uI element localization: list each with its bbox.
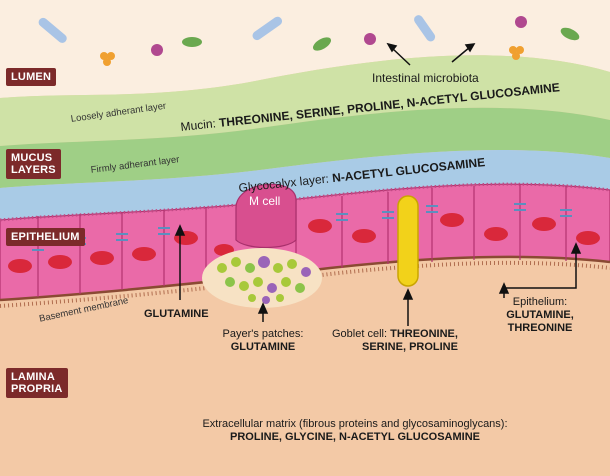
- basement-membrane-texture: [0, 260, 610, 308]
- epi-prefix: Epithelium:: [512, 296, 568, 308]
- payers-patch-cells: [217, 256, 311, 304]
- region-lamina-line2: PROPRIA: [11, 383, 63, 395]
- m-cell-shape: [235, 183, 297, 249]
- cell-nuclei: [8, 213, 600, 273]
- region-tag-epithelium: EPITHELIUM: [6, 228, 85, 246]
- m-cell-label: M cell: [249, 194, 281, 208]
- epi-value-2: THREONINE: [507, 322, 573, 334]
- goblet-value-2: SERINE, PROLINE: [362, 341, 458, 353]
- glutamine-left-label: GLUTAMINE: [144, 308, 209, 320]
- epi-value-1: GLUTAMINE,: [506, 309, 574, 321]
- payers-prefix: Payer's patches:: [222, 328, 304, 340]
- payers-value: GLUTAMINE: [230, 341, 296, 353]
- basement-membrane-line: [0, 255, 610, 302]
- region-lamina-line1: LAMINA: [11, 371, 55, 383]
- region-mucus-line1: MUCUS: [11, 152, 53, 164]
- region-epithelium-text: EPITHELIUM: [11, 231, 80, 243]
- payers-patch-label: Payer's patches:GLUTAMINE: [206, 328, 320, 354]
- microbiota-label: Intestinal microbiota: [372, 71, 479, 85]
- goblet-cell-shape: [397, 195, 419, 287]
- microbiota-organisms: [38, 15, 580, 66]
- region-lumen-text: LUMEN: [11, 71, 52, 83]
- lumen-area: [0, 0, 610, 98]
- ecm-value: PROLINE, GLYCINE, N-ACETYL GLUCOSAMINE: [230, 431, 480, 443]
- region-tag-lumen: LUMEN: [6, 68, 57, 86]
- pointer-arrows: [174, 42, 582, 326]
- epithelium-label: Epithelium:GLUTAMINE,THREONINE: [500, 296, 580, 335]
- ecm-prefix: Extracellular matrix (fibrous proteins a…: [202, 418, 508, 430]
- goblet-prefix: Goblet cell:: [332, 328, 388, 340]
- glycocalyx-layer: [0, 149, 610, 220]
- goblet-value-1: THREONINE,: [390, 328, 458, 340]
- region-mucus-line2: LAYERS: [11, 164, 56, 176]
- ecm-label: Extracellular matrix (fibrous proteins a…: [180, 418, 530, 444]
- goblet-cell-label: Goblet cell: THREONINE,SERINE, PROLINE: [332, 328, 458, 354]
- loose-mucus-layer: [0, 55, 610, 146]
- firm-mucus-layer: [0, 107, 610, 188]
